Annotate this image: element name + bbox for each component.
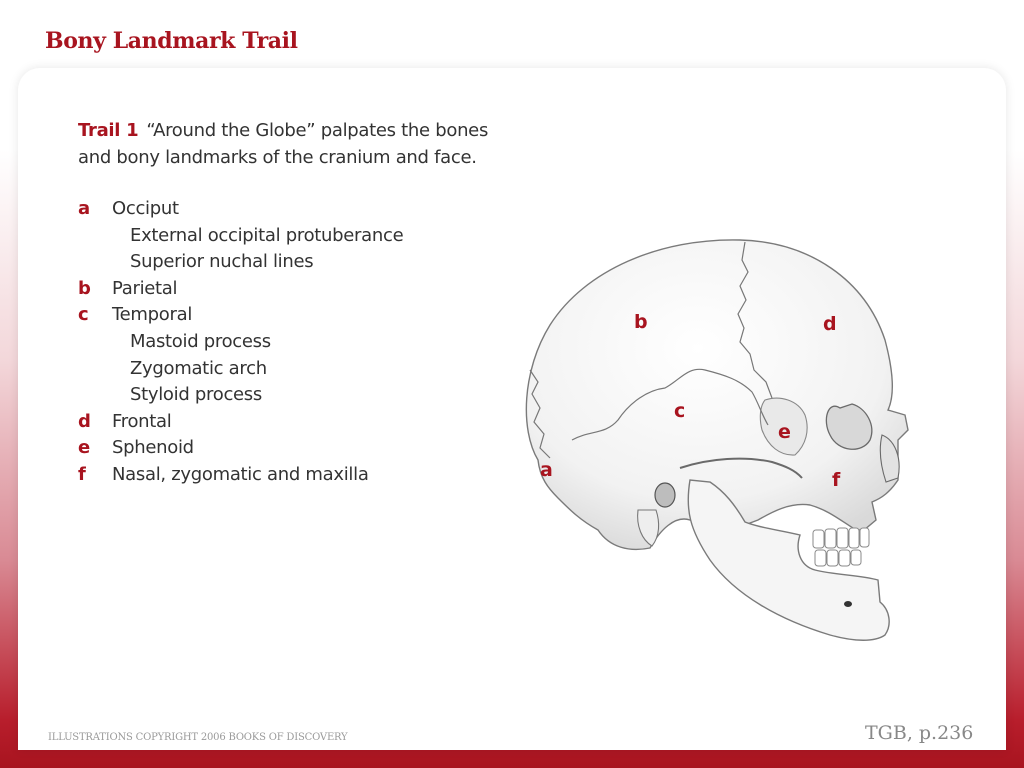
skull-squamosal-suture [571,368,769,441]
skull-cranium [525,239,909,551]
landmark-name: Sphenoid [112,437,194,459]
slide-title: Bony Landmark Trail [45,28,298,54]
skull-label-a: a [540,459,553,481]
landmark-letter: f [78,463,86,485]
landmark-item-frontal: d Frontal [78,409,403,436]
landmark-sub-mastoid-process: Mastoid process [130,330,271,352]
trail-label: Trail 1 [78,120,139,141]
trail-intro-line-2: and bony landmarks of the cranium and fa… [78,147,477,168]
landmark-letter: c [78,304,89,326]
skull-teeth [812,527,870,567]
landmark-item-occiput: a Occiput [78,196,403,223]
skull-mastoid-process [637,509,660,547]
landmark-item-sphenoid: e Sphenoid [78,435,403,462]
landmark-name: Nasal, zygomatic and maxilla [112,463,369,485]
copyright-notice: ILLUSTRATIONS COPYRIGHT 2006 BOOKS OF DI… [48,732,348,743]
landmark-sub-styloid-process: Styloid process [130,384,262,406]
landmark-name: Occiput [112,198,179,219]
landmark-sub-zygomatic-arch: Zygomatic arch [130,357,267,379]
skull-zygomatic-arch [679,457,803,479]
skull-ear-canal [654,482,676,508]
landmark-list: a Occiput External occipital protuberance… [78,196,404,489]
landmark-item-temporal: c Temporal [78,302,403,329]
skull-nasal-cavity [879,434,900,483]
landmark-name: Temporal [112,304,193,326]
skull-coronal-suture [737,241,773,399]
trail-intro: Trail 1 “Around the Globe” palpates the b… [78,117,548,171]
skull-label-e: e [778,421,791,443]
skull-drawing: a b c d e f [525,239,909,641]
skull-label-c: c [674,400,685,422]
skull-sphenoid-wing [759,397,808,456]
page-reference: TGB, p.236 [865,722,974,744]
skull-mandible [687,479,890,641]
skull-lambdoid-suture [529,369,551,459]
landmark-sub-external-occipital-protuberance: External occipital protuberance [130,224,404,246]
skull-label-b: b [634,311,648,333]
landmark-letter: d [78,410,91,432]
landmark-sub-superior-nuchal-lines: Superior nuchal lines [130,251,314,273]
landmark-letter: e [78,437,90,459]
skull-label-f: f [832,469,841,491]
skull-orbit [825,403,873,450]
landmark-name: Parietal [112,277,178,299]
landmark-letter: b [78,277,91,299]
landmark-name: Frontal [112,410,172,432]
landmark-letter: a [78,198,90,219]
landmark-item-facial-bones: f Nasal, zygomatic and maxilla [78,462,403,489]
landmark-item-parietal: b Parietal [78,276,403,303]
skull-label-d: d [823,313,837,335]
trail-intro-line-1: “Around the Globe” palpates the bones [146,120,489,141]
skull-mental-foramen [844,601,852,607]
skull-illustration: a b c d e f [510,230,920,655]
